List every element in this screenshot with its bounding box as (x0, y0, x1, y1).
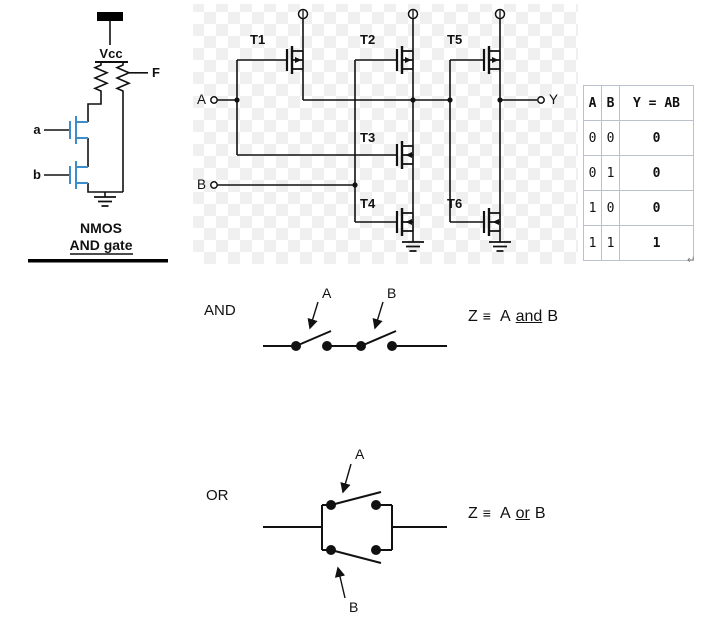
junction-dots (234, 97, 503, 188)
and-switch-contacts (291, 341, 397, 351)
or-eq-b: B (534, 505, 546, 522)
caption-line1: NMOS (80, 220, 122, 236)
cmos-input-a-label: A (197, 92, 206, 107)
truth-table-cell: 1 (601, 225, 620, 261)
switch-a-arrow-icon (307, 301, 319, 330)
or-switch-contacts (326, 500, 381, 555)
and-eq-equiv: ≡ (482, 308, 491, 324)
table-footnote-mark: ↵ (687, 255, 696, 266)
vcc-label: Vcc (99, 46, 122, 61)
or-eq-z: Z (468, 505, 478, 522)
y-output-net (499, 69, 537, 242)
or-equation: Z ≡ A or B (468, 505, 546, 523)
switch-b-arrow-icon (372, 301, 384, 330)
or-switch-wires (263, 491, 447, 564)
nmos-transistor-a (69, 116, 88, 144)
t4-label: T4 (360, 196, 376, 211)
truth-table-row: 1 0 0 (583, 190, 694, 226)
and-eq-a: A (499, 308, 511, 325)
t2-label: T2 (360, 32, 375, 47)
switch-a-blade (295, 330, 332, 347)
truth-table-row: 1 1 1 (583, 225, 694, 261)
switch-b-arrow-icon (334, 566, 346, 599)
truth-table-cell: 1 (583, 190, 602, 226)
switch-a-arrow-icon (340, 463, 352, 494)
truth-table-cell: 1 (619, 225, 694, 261)
supply-bar (97, 12, 123, 21)
truth-table-cell: 0 (601, 190, 620, 226)
checker-background (193, 4, 578, 264)
input-a-net (217, 59, 397, 156)
truth-table-row: 0 0 0 (583, 120, 694, 156)
and-eq-op: and (515, 308, 543, 325)
and-switch-diagram: A B (263, 285, 447, 351)
resistor-right (114, 62, 132, 92)
truth-table-header-row: A B Y = AB (583, 85, 694, 121)
t5-label: T5 (447, 32, 462, 47)
supply-leads (302, 18, 501, 51)
cmos-output-y-label: Y (549, 92, 558, 107)
resistor-left (92, 62, 110, 92)
input-b-terminal (210, 181, 218, 189)
or-switch-b-label: B (349, 599, 358, 615)
and-section-label: AND (204, 302, 236, 319)
truth-table-cell: 0 (583, 155, 602, 191)
or-switch-diagram: A B (263, 446, 447, 615)
or-eq-a: A (499, 505, 511, 522)
or-eq-op: or (515, 505, 530, 522)
truth-table-row: 0 1 0 (583, 155, 694, 191)
truth-table-cell: 0 (601, 120, 620, 156)
ground-icon (93, 196, 117, 207)
f-label: F (152, 65, 160, 80)
truth-table: A B Y = AB 0 0 0 0 1 0 1 0 0 1 (583, 85, 694, 261)
switch-b-blade (360, 330, 397, 347)
input-b-net (217, 59, 397, 223)
truth-table-header-y: Y = AB (619, 85, 694, 121)
nand-node-net (302, 59, 484, 223)
gate-leads (44, 129, 70, 176)
or-switch-a-label: A (355, 446, 365, 462)
nmos-transistor-b (69, 161, 88, 189)
divider-bar (28, 259, 168, 263)
nmos-wires (44, 12, 148, 197)
output-y-terminal (537, 96, 545, 104)
truth-table-cell: 1 (601, 155, 620, 191)
and-eq-b: B (547, 308, 558, 325)
truth-table-header-a: A (583, 85, 602, 121)
t1-label: T1 (250, 32, 265, 47)
and-eq-z: Z (468, 308, 478, 325)
switch-a-blade (330, 491, 382, 506)
drain-wire (87, 92, 102, 122)
and-equation: Z ≡ A and B (468, 308, 558, 326)
truth-table-cell: 0 (619, 120, 694, 156)
supply-terminal-pins (302, 10, 501, 18)
cmos-and-circuit-diagram: T1 T2 T5 T3 T4 T6 A B Y (193, 4, 578, 264)
and-switch-a-label: A (322, 285, 332, 301)
cmos-input-b-label: B (197, 177, 206, 192)
t3-label: T3 (360, 130, 375, 145)
nmos-and-gate-diagram: Vcc F a b NMOS AND gate (28, 12, 168, 263)
ground-wire (87, 183, 123, 197)
switch-b-blade (330, 549, 382, 564)
truth-table-cell: 1 (583, 225, 602, 261)
truth-table-cell: 0 (619, 155, 694, 191)
caption-line2: AND gate (69, 237, 132, 253)
truth-table-cell: 0 (619, 190, 694, 226)
b-label: b (33, 167, 41, 182)
a-label: a (33, 122, 41, 137)
input-a-terminal (210, 96, 218, 104)
and-switch-b-label: B (387, 285, 396, 301)
truth-table-cell: 0 (583, 120, 602, 156)
t6-label: T6 (447, 196, 462, 211)
or-eq-equiv: ≡ (482, 505, 491, 521)
or-section-label: OR (206, 487, 229, 504)
and-switch-wires (263, 330, 447, 347)
truth-table-header-b: B (601, 85, 620, 121)
